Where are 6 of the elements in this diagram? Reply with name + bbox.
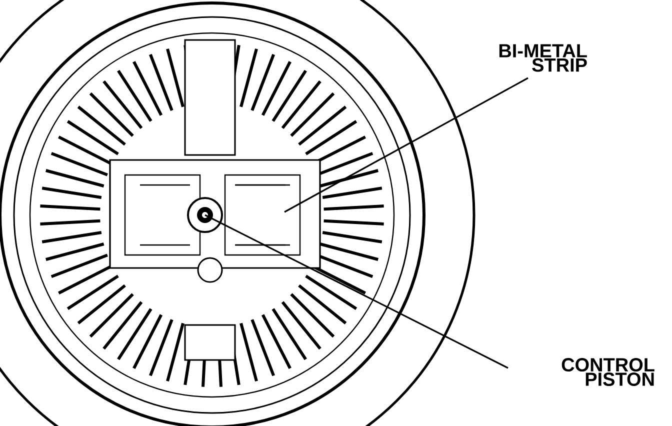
callout-label: CONTROL PISTON: [562, 358, 654, 386]
callout-label: BI-METAL STRIP: [499, 44, 587, 72]
leader-line: [204, 214, 508, 369]
bimetal-strip: [224, 174, 301, 256]
piston-drawing: [187, 197, 223, 233]
leader-line: [284, 77, 528, 213]
